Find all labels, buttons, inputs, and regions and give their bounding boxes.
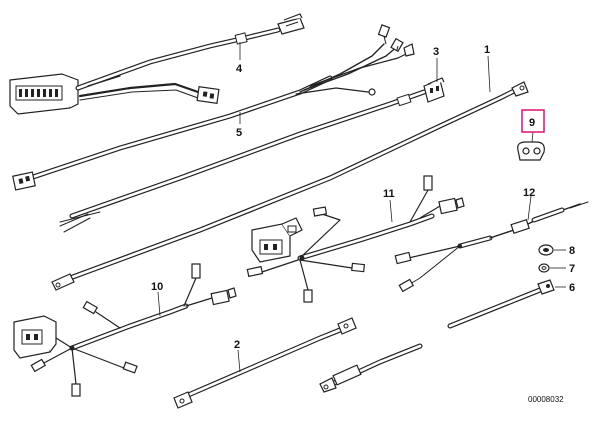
socket-10 — [13, 315, 57, 359]
part-6-cable[interactable] — [319, 279, 555, 393]
terminals-5-upper — [377, 24, 415, 57]
callout-3: 3 — [433, 46, 439, 58]
part-4-harness[interactable] — [9, 13, 305, 115]
part-3-harness[interactable] — [59, 77, 445, 233]
callout-11: 11 — [383, 188, 395, 200]
part-2-cable[interactable] — [173, 317, 357, 409]
part-9-grommet[interactable] — [517, 131, 545, 161]
callout-6: 6 — [569, 282, 575, 294]
relay-socket-11 — [251, 217, 303, 263]
part-1-cable[interactable] — [51, 81, 529, 291]
small-connector-4 — [196, 85, 220, 105]
part-5-harness[interactable] — [12, 24, 415, 223]
callout-7: 7 — [569, 263, 575, 275]
crimp-6-left — [319, 364, 362, 393]
callout-5: 5 — [236, 127, 242, 139]
upper-connector — [277, 13, 305, 35]
callout-1: 1 — [484, 44, 490, 56]
callout-2: 2 — [234, 339, 240, 351]
connector-11-right — [438, 197, 465, 215]
connector-5-left — [12, 171, 36, 191]
eyelet-2-left — [173, 391, 193, 409]
connector-10-right — [210, 287, 237, 306]
multipin-connector — [9, 73, 79, 115]
part-7-washer[interactable] — [538, 263, 550, 273]
eyelet-6 — [537, 279, 555, 295]
leader-lines — [157, 42, 566, 373]
eyelet-1-right — [511, 81, 529, 97]
part-10-harness[interactable] — [13, 263, 237, 397]
callout-9-highlight-box — [521, 109, 545, 133]
eyelet-2-right — [337, 317, 357, 335]
callout-9[interactable]: 9 — [529, 117, 535, 129]
callout-4: 4 — [236, 63, 243, 75]
callout-8: 8 — [569, 245, 575, 257]
part-8-nut[interactable] — [538, 244, 554, 256]
callout-12: 12 — [523, 187, 535, 199]
part-12-cable[interactable] — [394, 201, 589, 293]
callout-labels: 4 5 3 1 11 12 8 7 6 10 2 9 — [151, 44, 575, 351]
part-11-harness[interactable] — [246, 175, 465, 303]
callout-10: 10 — [151, 281, 163, 293]
drawing-number: 00008032 — [528, 395, 564, 404]
eyelet-1-left — [51, 273, 75, 291]
connector-3 — [423, 77, 445, 103]
